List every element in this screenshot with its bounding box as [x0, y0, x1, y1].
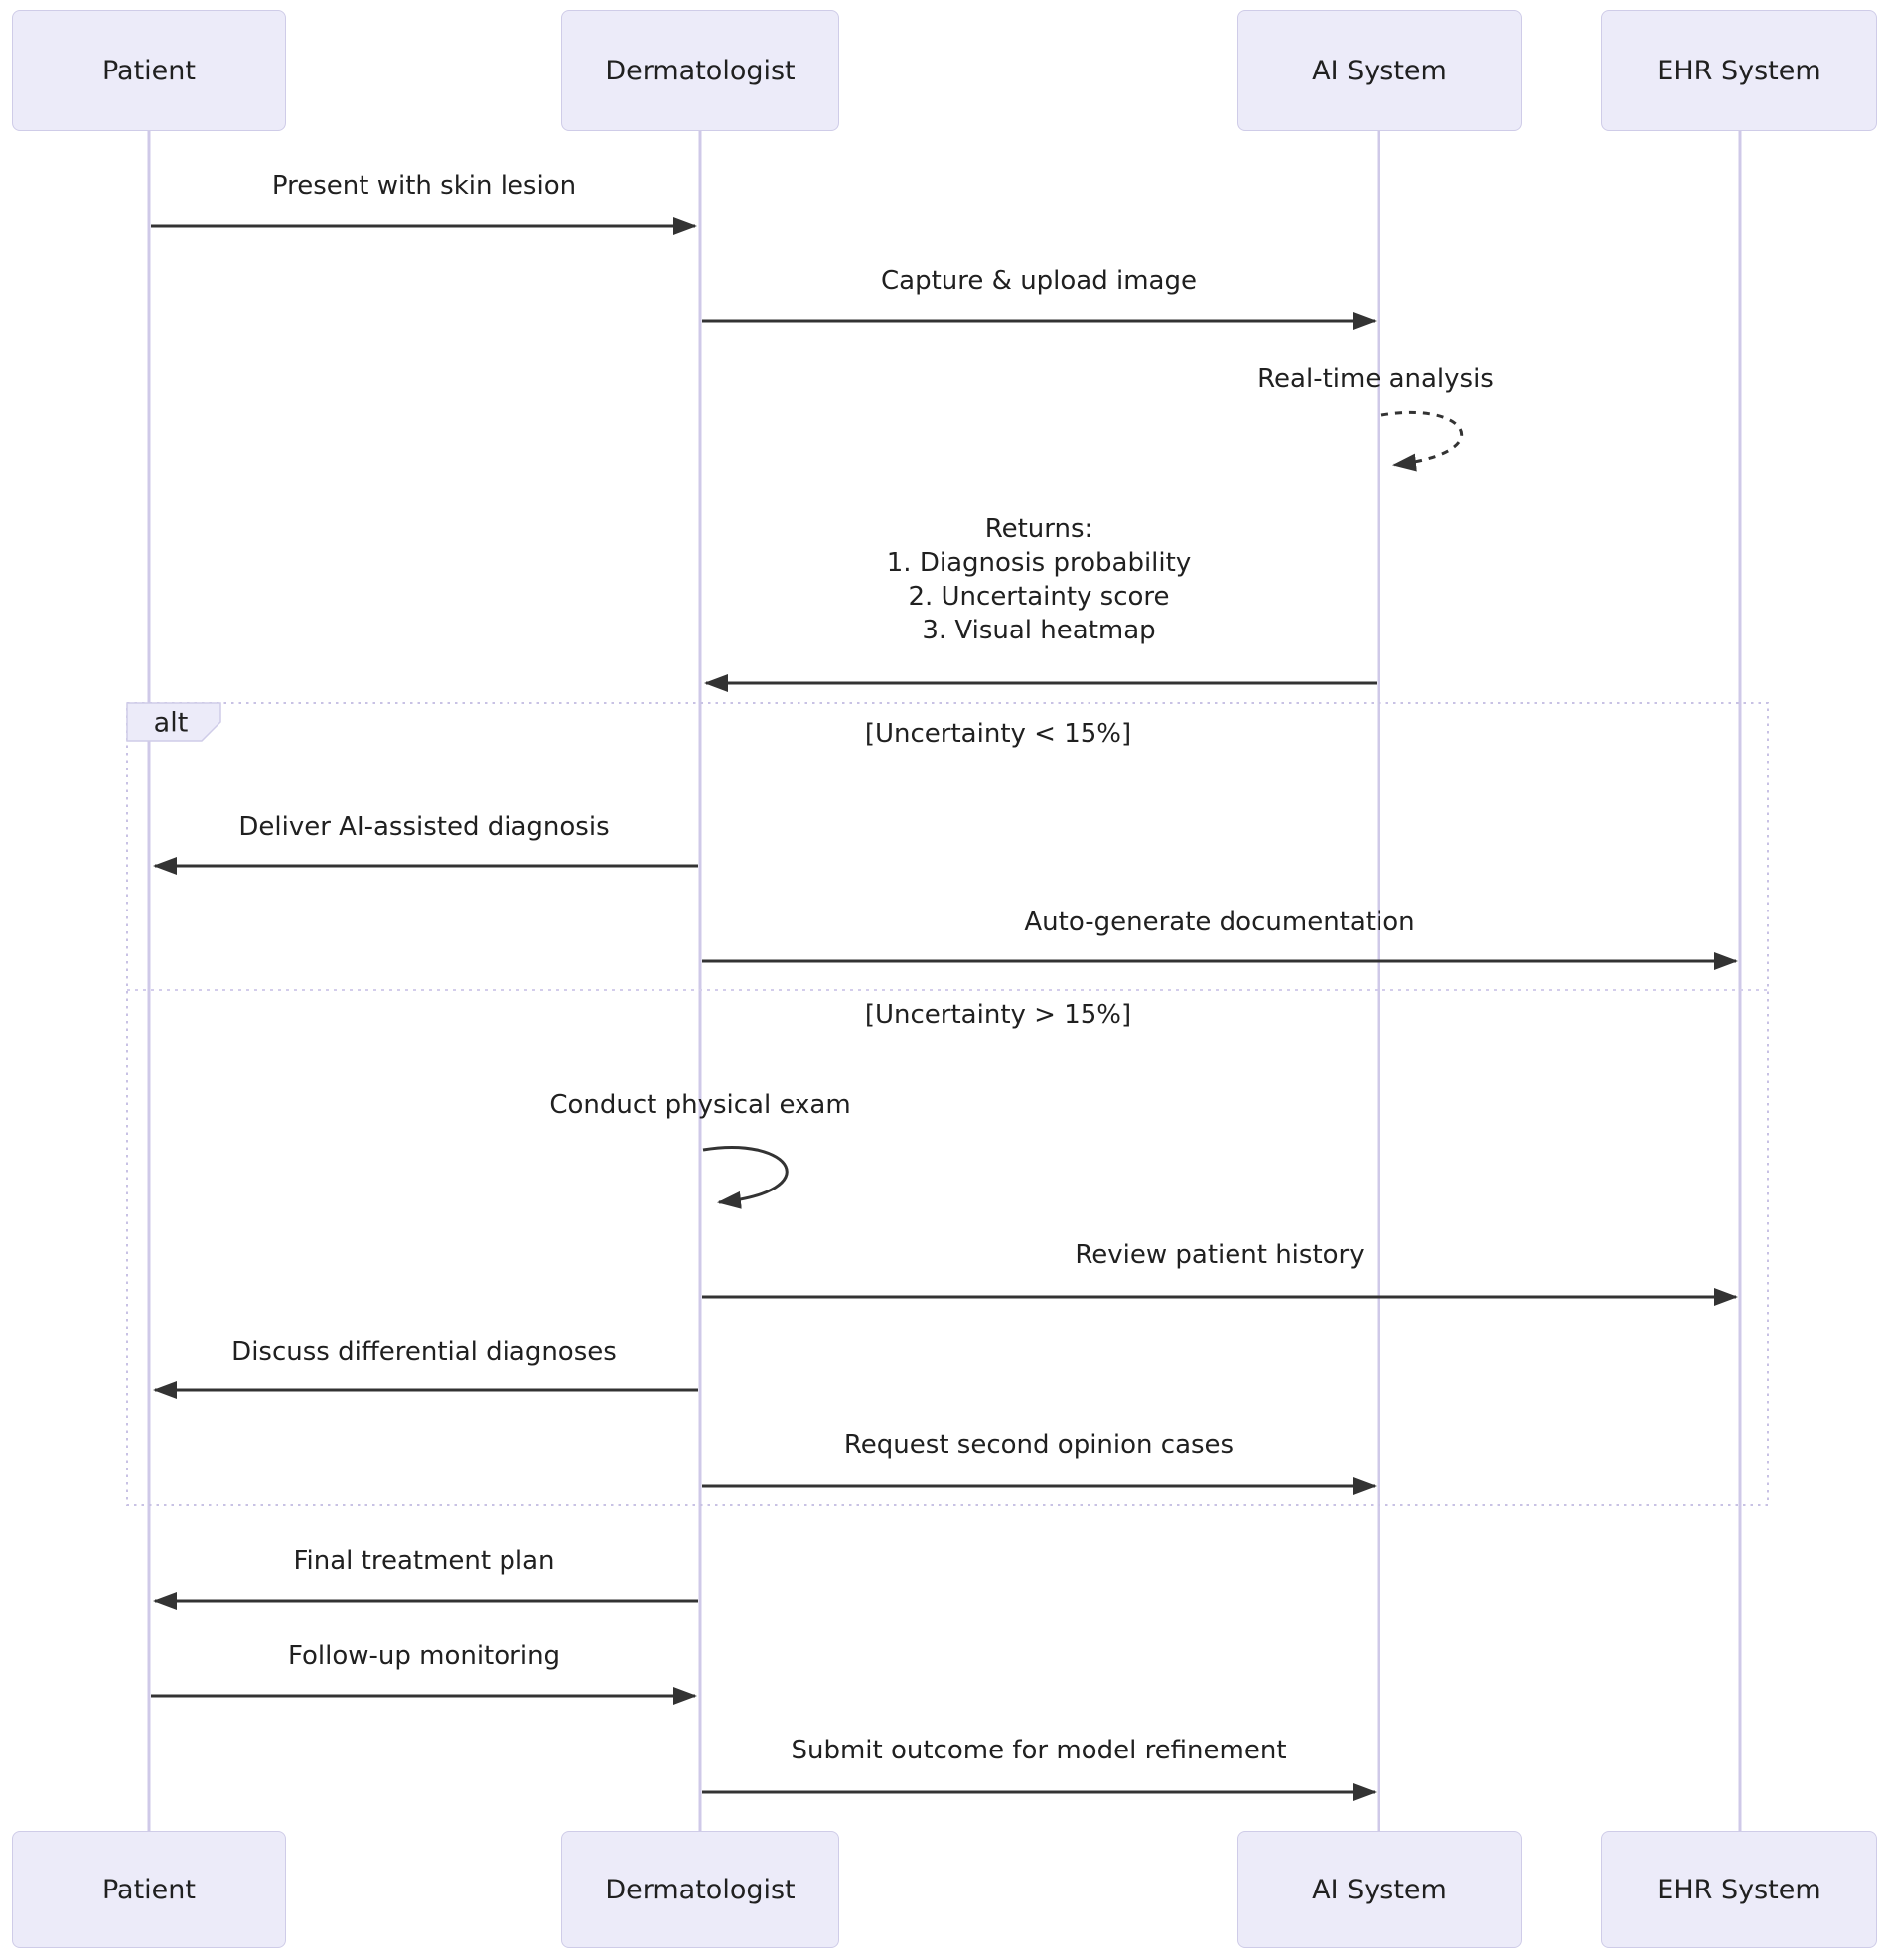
actor-box-ai-system-bottom: AI System — [1237, 1831, 1522, 1948]
actor-label-ai-system-bottom: AI System — [1312, 1874, 1447, 1905]
actor-label-patient-top: Patient — [101, 55, 196, 86]
message-label-returns-block: Returns: 1. Diagnosis probability 2. Unc… — [810, 512, 1267, 647]
arrow-real-time-analysis-self-loop — [1380, 410, 1463, 472]
message-label-final-treatment-plan: Final treatment plan — [293, 1546, 555, 1576]
actor-box-dermatologist-top: Dermatologist — [561, 10, 839, 131]
returns-line-2: 1. Diagnosis probability — [886, 548, 1192, 578]
actor-label-patient-bottom: Patient — [101, 1874, 196, 1905]
returns-line-3: 2. Uncertainty score — [908, 582, 1170, 612]
alt-label-box — [126, 702, 221, 742]
message-label-conduct-physical-exam: Conduct physical exam — [549, 1090, 851, 1120]
returns-line-4: 3. Visual heatmap — [922, 616, 1156, 645]
message-label-capture-upload-image: Capture & upload image — [881, 266, 1197, 296]
actor-label-ehr-system-top: EHR System — [1657, 55, 1821, 86]
actor-box-dermatologist-bottom: Dermatologist — [561, 1831, 839, 1948]
message-label-submit-outcome-model-refinement: Submit outcome for model refinement — [791, 1736, 1287, 1765]
message-label-present-with-skin-lesion: Present with skin lesion — [271, 171, 577, 201]
message-label-deliver-ai-assisted-diagnosis: Deliver AI-assisted diagnosis — [238, 812, 610, 842]
message-label-review-patient-history: Review patient history — [1075, 1240, 1365, 1270]
actor-label-ehr-system-bottom: EHR System — [1657, 1874, 1821, 1905]
alt-condition-uncertainty-low: [Uncertainty < 15%] — [864, 719, 1132, 749]
actor-box-ai-system-top: AI System — [1237, 10, 1522, 131]
actor-box-ehr-system-top: EHR System — [1601, 10, 1877, 131]
message-label-auto-generate-documentation: Auto-generate documentation — [1024, 908, 1415, 937]
message-label-real-time-analysis: Real-time analysis — [1257, 364, 1494, 394]
actor-box-patient-bottom: Patient — [12, 1831, 286, 1948]
alt-fragment-label: alt — [153, 707, 189, 739]
arrow-conduct-physical-exam-self-loop — [702, 1146, 789, 1209]
message-label-request-second-opinion-cases: Request second opinion cases — [843, 1430, 1235, 1460]
returns-line-1: Returns: — [984, 514, 1093, 544]
actor-label-dermatologist-bottom: Dermatologist — [605, 1874, 796, 1905]
actor-label-ai-system-top: AI System — [1312, 55, 1447, 86]
actor-box-ehr-system-bottom: EHR System — [1601, 1831, 1877, 1948]
alt-condition-uncertainty-high: [Uncertainty > 15%] — [864, 1000, 1132, 1030]
message-label-follow-up-monitoring: Follow-up monitoring — [287, 1641, 561, 1671]
message-label-discuss-differential-diagnoses: Discuss differential diagnoses — [231, 1337, 617, 1367]
actor-box-patient-top: Patient — [12, 10, 286, 131]
alt-frame — [126, 702, 1769, 1506]
actor-label-dermatologist-top: Dermatologist — [605, 55, 796, 86]
